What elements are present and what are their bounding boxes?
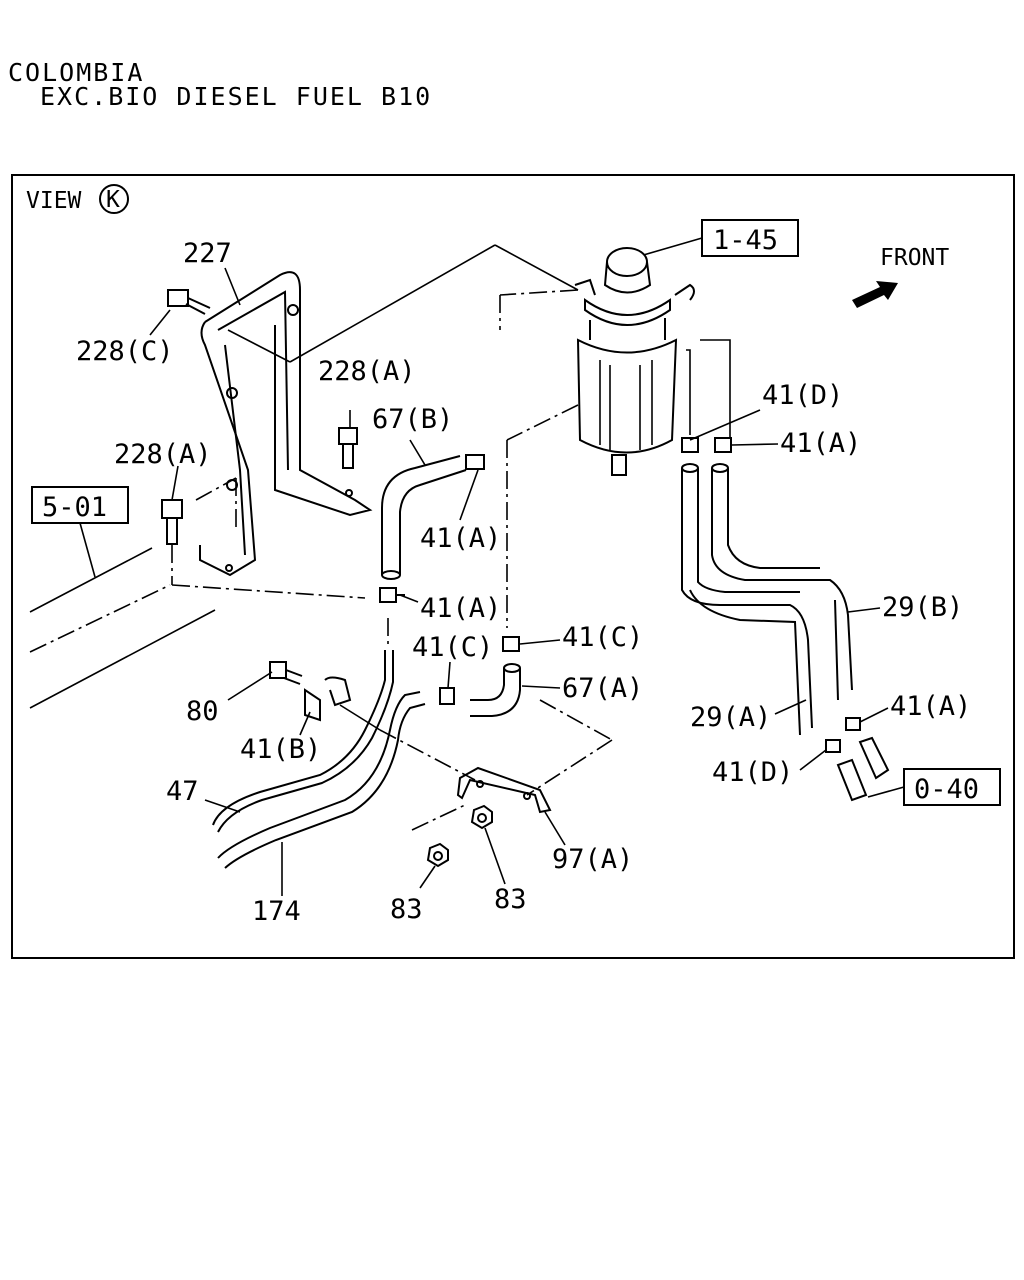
callout-41a-1: 41(A): [420, 523, 501, 554]
hose-67b: [381, 455, 467, 580]
frame-rail: [29, 547, 216, 709]
pipe-0-40-fittings: [836, 736, 890, 802]
callout-41b: 41(B): [240, 734, 321, 765]
ref-5-01: 5-01: [42, 492, 107, 523]
ref-box-0-40: [903, 768, 1001, 806]
callout-41a-4: 41(A): [890, 691, 971, 722]
pipe-29b: [711, 463, 853, 701]
bolt-228a-top-icon: [338, 427, 358, 469]
clamp-41a-right-icon: [714, 437, 861, 731]
ref-1-45: 1-45: [713, 225, 778, 256]
clamp-41c-icon: [439, 636, 520, 705]
callout-41a-3: 41(A): [780, 428, 861, 459]
bolt-228a-left-icon: [161, 499, 183, 545]
nut-83-icon: [426, 804, 493, 868]
pipe-47: [212, 650, 394, 833]
callout-228a-top: 228(A): [318, 356, 416, 387]
callout-97a: 97(A): [552, 844, 633, 875]
view-letter: K: [106, 187, 120, 213]
callout-29a: 29(A): [690, 702, 771, 733]
clamp-41d-icon: [681, 437, 841, 753]
callout-41c-1: 41(C): [412, 632, 493, 663]
fuel-filter-assembly: [574, 247, 695, 476]
bracket-97a: [456, 766, 552, 814]
callout-67a: 67(A): [562, 673, 643, 704]
callout-83-1: 83: [390, 894, 423, 925]
callout-174: 174: [252, 896, 301, 927]
callout-228c: 228(C): [76, 336, 174, 367]
front-arrow-icon: [852, 281, 898, 308]
view-letter-circle: [99, 184, 129, 214]
callout-41c-2: 41(C): [562, 622, 643, 653]
callout-41d-1: 41(D): [762, 380, 843, 411]
hose-67a: [470, 663, 521, 717]
diagram-frame: [11, 174, 1015, 959]
front-label: FRONT: [880, 245, 949, 271]
bolt-80-icon: [269, 661, 303, 685]
callout-227: 227: [183, 238, 232, 269]
callout-80: 80: [186, 696, 219, 727]
header-line-1: COLOMBIA: [8, 58, 145, 87]
callout-67b: 67(B): [372, 404, 453, 435]
ref-0-40: 0-40: [914, 774, 979, 805]
callout-29b: 29(B): [882, 592, 963, 623]
clip-41b-icon: [304, 676, 352, 722]
callout-41a-2: 41(A): [420, 593, 501, 624]
callout-228a-left: 228(A): [114, 439, 212, 470]
pipe-174: [217, 691, 426, 869]
ref-box-1-45: [701, 219, 799, 257]
view-label: VIEW: [26, 188, 82, 214]
bolt-228c-icon: [167, 289, 211, 315]
clamp-41a-icon: [379, 454, 485, 603]
callout-83-2: 83: [494, 884, 527, 915]
pipe-29a: [681, 463, 813, 736]
header-line-2: EXC.BIO DIESEL FUEL B10: [40, 82, 433, 111]
callout-41d-2: 41(D): [712, 757, 793, 788]
bracket-227: [199, 271, 373, 577]
callout-47: 47: [166, 776, 199, 807]
